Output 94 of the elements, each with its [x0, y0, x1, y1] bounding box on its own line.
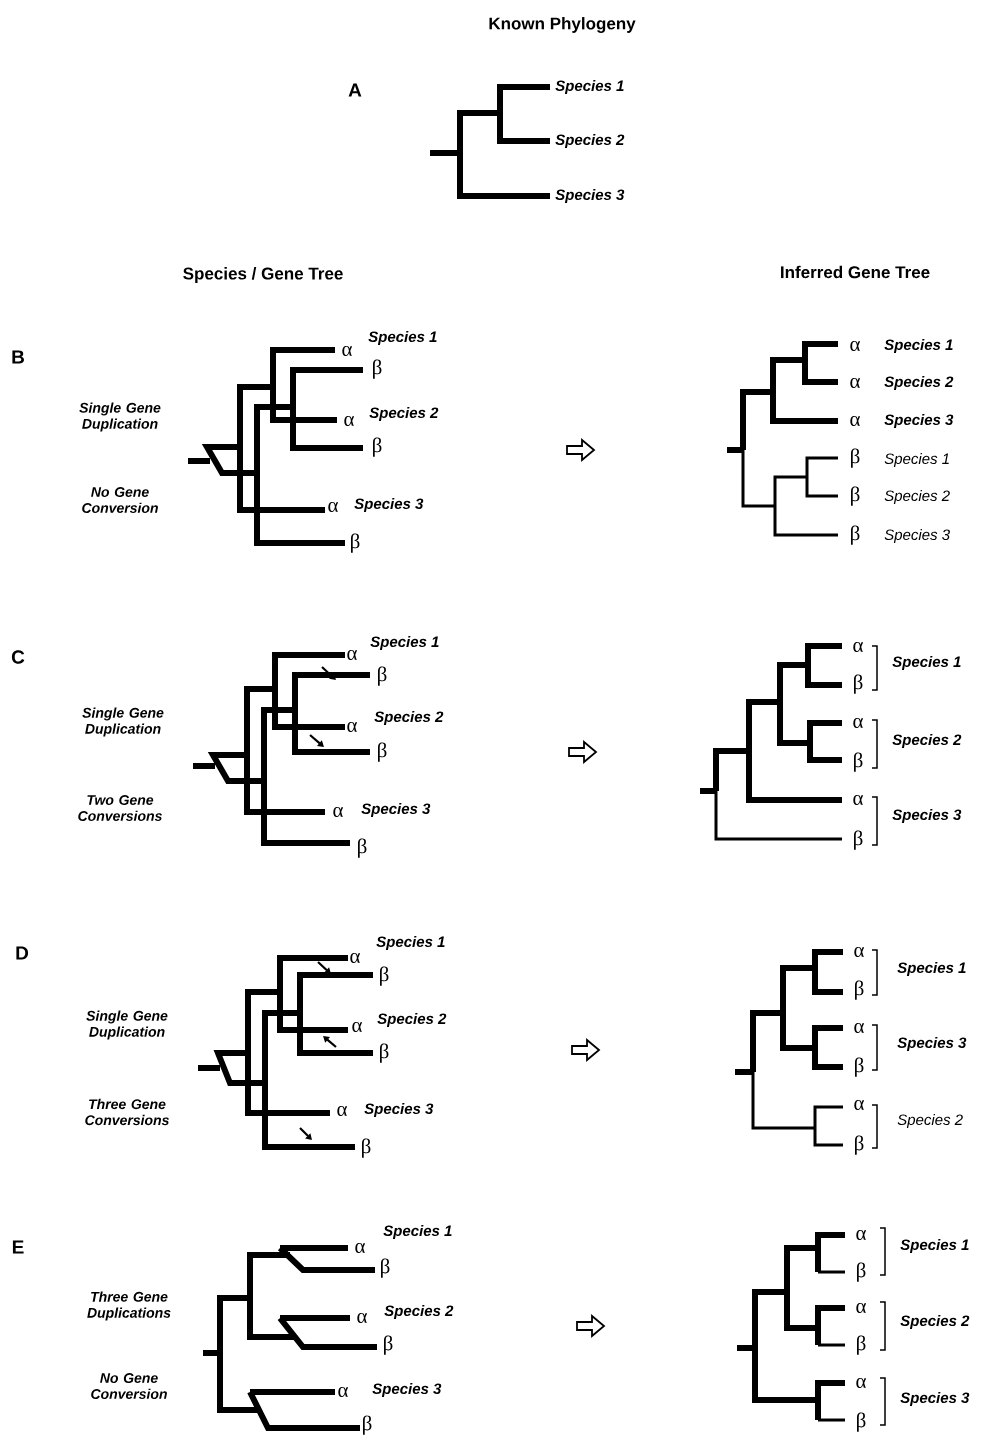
gene-label: β — [851, 486, 860, 506]
gene-label: α — [853, 641, 864, 653]
species-label: Species 2 — [369, 407, 439, 421]
species-label: Species 2 — [374, 711, 444, 725]
gene-label: β — [855, 1057, 864, 1077]
gene-label: α — [856, 1229, 867, 1241]
species-label: Species 3 — [884, 529, 950, 543]
species-label: Species 2 — [384, 1305, 454, 1319]
species-label: Species 3 — [354, 498, 424, 512]
scenario-label: No Gene Conversion — [82, 487, 158, 513]
gene-label: α — [347, 649, 358, 661]
gene-label: β — [384, 1335, 393, 1355]
gene-label: β — [358, 838, 367, 858]
species-label: Species 3 — [884, 414, 954, 428]
species-label: Species 3 — [372, 1383, 442, 1397]
scenario-label: Single Gene Duplication — [79, 402, 161, 432]
scenario-label: No Gene Conversion — [91, 1373, 167, 1399]
gene-label: β — [380, 1043, 389, 1063]
species-label: Species 3 — [555, 189, 625, 203]
species-label: Species 1 — [370, 636, 439, 650]
species-label: Species 3 — [364, 1103, 434, 1117]
panel-letter: B — [12, 350, 24, 364]
gene-label: β — [373, 359, 382, 379]
gene-label: α — [344, 415, 355, 427]
gene-label: β — [380, 966, 389, 986]
gene-label: α — [333, 806, 344, 818]
column-heading: Species / Gene Tree — [183, 267, 343, 283]
gene-label: α — [850, 340, 861, 352]
gene-label: α — [328, 501, 338, 513]
species-label: Species 2 — [900, 1315, 970, 1329]
species-label: Species 1 — [376, 936, 445, 950]
gene-label: β — [378, 666, 387, 686]
species-label: Species 2 — [884, 490, 950, 504]
scenario-label: Two Gene Conversions — [78, 795, 162, 821]
gene-label: β — [854, 674, 863, 694]
gene-label: β — [373, 437, 382, 457]
species-label: Species 2 — [377, 1013, 447, 1027]
scenario-label: Single Gene Duplication — [82, 707, 164, 737]
species-label: Species 2 — [897, 1114, 963, 1128]
panel-letter: C — [11, 650, 25, 664]
gene-label: β — [854, 830, 863, 850]
species-label: Species 3 — [897, 1037, 967, 1051]
title: Known Phylogeny — [489, 17, 636, 33]
gene-label: β — [362, 1138, 371, 1158]
gene-label: α — [352, 1021, 363, 1033]
species-label: Species 3 — [892, 809, 962, 823]
gene-label: α — [854, 946, 865, 958]
gene-label: α — [357, 1312, 367, 1324]
panel-letter: A — [348, 83, 362, 97]
column-heading: Inferred Gene Tree — [781, 265, 930, 279]
gene-label: β — [857, 1335, 866, 1355]
gene-label: α — [856, 1377, 867, 1389]
gene-label: β — [857, 1412, 866, 1432]
scenario-label: Three Gene Duplications — [87, 1291, 171, 1321]
gene-label: β — [855, 1135, 864, 1155]
gene-label: β — [363, 1415, 372, 1435]
gene-label: α — [355, 1242, 366, 1254]
panel-letter: D — [16, 946, 29, 960]
species-label: Species 1 — [383, 1225, 452, 1239]
gene-label: β — [351, 533, 360, 553]
gene-label: α — [337, 1105, 348, 1117]
species-label: Species 2 — [555, 134, 625, 148]
species-label: Species 1 — [555, 80, 624, 94]
species-label: Species 2 — [892, 734, 962, 748]
species-label: Species 3 — [361, 803, 431, 817]
gene-label: α — [854, 1099, 865, 1111]
gene-label: β — [851, 448, 860, 468]
species-label: Species 1 — [900, 1239, 969, 1253]
gene-label: β — [381, 1258, 390, 1278]
gene-label: α — [853, 717, 864, 729]
gene-label: β — [855, 980, 864, 1000]
gene-label: β — [378, 742, 387, 762]
gene-label: α — [854, 1022, 865, 1034]
gene-label: α — [853, 794, 864, 806]
gene-label: α — [850, 415, 861, 427]
panel-letter: E — [12, 1240, 24, 1254]
gene-label: α — [856, 1302, 867, 1314]
gene-label: α — [347, 721, 358, 733]
species-label: Species 1 — [884, 339, 953, 353]
species-label: Species 1 — [884, 453, 949, 467]
species-label: Species 1 — [897, 962, 966, 976]
gene-label: α — [350, 952, 361, 964]
species-label: Species 2 — [884, 376, 954, 390]
species-label: Species 1 — [368, 331, 437, 345]
scenario-label: Three Gene Conversions — [85, 1098, 169, 1126]
gene-label: α — [342, 345, 352, 357]
species-label: Species 1 — [892, 656, 961, 670]
scenario-label: Single Gene Duplication — [86, 1010, 168, 1040]
gene-label: β — [857, 1262, 866, 1282]
gene-label: β — [851, 525, 860, 545]
gene-label: β — [854, 752, 863, 772]
species-label: Species 3 — [900, 1392, 970, 1406]
gene-label: α — [850, 377, 861, 389]
gene-label: α — [338, 1386, 348, 1398]
